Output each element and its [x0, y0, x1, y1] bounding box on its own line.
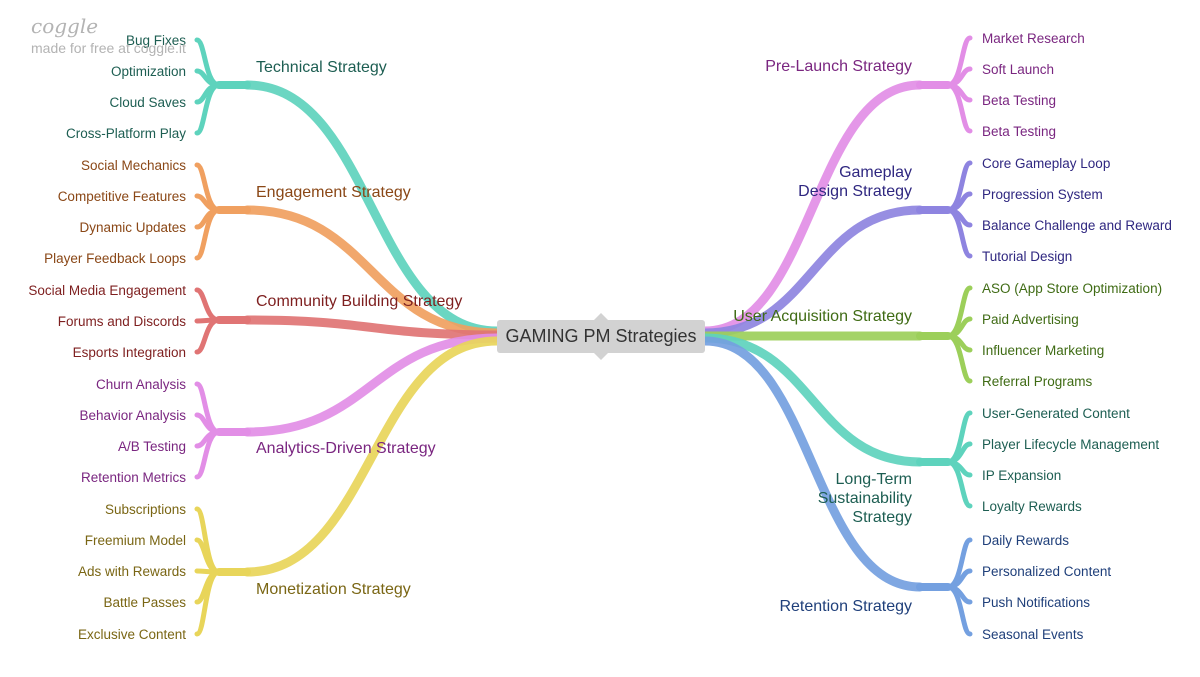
leaf-engagement-1-label: Competitive Features — [58, 189, 187, 204]
leaf-gameplay-3-connector — [945, 207, 973, 259]
leaf-prelaunch-2-label: Beta Testing — [982, 93, 1056, 108]
leaf-community-1-label: Forums and Discords — [58, 314, 187, 329]
leaf-community-0-label: Social Media Engagement — [28, 283, 186, 298]
leaf-monetization-0-label: Subscriptions — [105, 502, 186, 517]
leaf-technical-0-label: Bug Fixes — [126, 33, 186, 48]
leaf-acquisition-2-label: Influencer Marketing — [982, 343, 1104, 358]
leaf-technical-1-label: Optimization — [111, 64, 186, 79]
leaf-monetization-1-label: Freemium Model — [85, 533, 186, 548]
branch-prelaunch-label-line-0: Pre-Launch Strategy — [765, 58, 912, 75]
leaf-prelaunch-3-label: Beta Testing — [982, 124, 1056, 139]
leaf-acquisition-3-connector — [945, 333, 973, 384]
leaf-engagement-0-label: Social Mechanics — [81, 158, 186, 173]
leaf-technical-3-connector — [194, 82, 222, 136]
coggle-watermark: coggle made for free at coggle.it — [31, 14, 186, 56]
leaf-prelaunch-3-connector — [945, 82, 973, 134]
branch-gameplay-label-line-1: Design Strategy — [798, 183, 912, 200]
branch-technical-label-line-0: Technical Strategy — [256, 59, 387, 76]
node-notch-bottom — [594, 353, 608, 360]
leaf-analytics-0-label: Churn Analysis — [96, 377, 186, 392]
leaf-prelaunch-1-label: Soft Launch — [982, 62, 1054, 77]
branch-technical-curve — [242, 80, 502, 336]
leaf-analytics-2-label: A/B Testing — [118, 439, 186, 454]
branch-sustainability-curve — [700, 333, 925, 467]
branch-engagement-label: Engagement Strategy — [256, 184, 411, 201]
leaf-community-0-connector — [194, 287, 222, 323]
branch-acquisition-label-line-0: User Acquisition Strategy — [733, 308, 912, 325]
leaf-analytics-3-connector — [194, 429, 222, 480]
branch-gameplay-curve — [700, 205, 925, 338]
branch-prelaunch-curve — [700, 80, 925, 336]
leaf-monetization-4-label: Exclusive Content — [78, 627, 186, 642]
leaf-engagement-3-label: Player Feedback Loops — [44, 251, 186, 266]
branch-gameplay-label-line-0: Gameplay — [839, 164, 912, 181]
leaf-community-2-connector — [194, 317, 222, 355]
branch-monetization-label-line-0: Monetization Strategy — [256, 581, 411, 598]
leaf-prelaunch-0-label: Market Research — [982, 31, 1085, 46]
leaf-retention-3-label: Seasonal Events — [982, 627, 1084, 642]
branch-monetization-curve — [242, 336, 502, 577]
leaf-acquisition-1-label: Paid Advertising — [982, 312, 1079, 327]
branch-engagement-label-line-0: Engagement Strategy — [256, 184, 411, 201]
branch-technical-label: Technical Strategy — [256, 59, 387, 76]
branch-acquisition-label: User Acquisition Strategy — [733, 308, 912, 325]
leaf-sustainability-2-label: IP Expansion — [982, 468, 1061, 483]
leaf-monetization-3-label: Battle Passes — [103, 595, 186, 610]
leaf-monetization-2-label: Ads with Rewards — [78, 564, 186, 579]
leaf-sustainability-0-label: User-Generated Content — [982, 406, 1130, 421]
leaf-sustainability-1-label: Player Lifecycle Management — [982, 437, 1159, 452]
leaf-gameplay-3-label: Tutorial Design — [982, 249, 1072, 264]
leaf-engagement-3-connector — [194, 207, 222, 261]
branch-engagement-curve — [242, 205, 502, 338]
watermark-tagline: made for free at coggle.it — [31, 40, 186, 56]
leaf-monetization-4-connector — [194, 569, 222, 637]
branch-prelaunch-label: Pre-Launch Strategy — [765, 58, 912, 75]
branch-retention-curve — [700, 336, 925, 592]
leaf-acquisition-3-label: Referral Programs — [982, 374, 1093, 389]
branch-sustainability-label-line-0: Long-Term — [836, 471, 912, 488]
leaf-technical-2-label: Cloud Saves — [109, 95, 186, 110]
leaf-analytics-3-label: Retention Metrics — [81, 470, 186, 485]
branch-sustainability-label-line-2: Strategy — [852, 509, 912, 526]
leaf-sustainability-3-connector — [945, 459, 973, 509]
leaf-analytics-1-label: Behavior Analysis — [79, 408, 186, 423]
leaf-retention-1-label: Personalized Content — [982, 564, 1111, 579]
branch-community-label: Community Building Strategy — [256, 293, 462, 310]
branch-analytics-curve — [242, 333, 502, 437]
branch-analytics-label-line-0: Analytics-Driven Strategy — [256, 440, 436, 457]
coggle-logo: coggle — [31, 14, 99, 38]
leaf-engagement-2-label: Dynamic Updates — [79, 220, 186, 235]
branch-sustainability-label-line-1: Sustainability — [818, 490, 912, 507]
branch-monetization-label: Monetization Strategy — [256, 581, 411, 598]
central-topic-label: GAMING PM Strategies — [505, 326, 697, 346]
leaf-technical-3-label: Cross-Platform Play — [66, 126, 186, 141]
leaf-community-2-label: Esports Integration — [73, 345, 186, 360]
branch-community-label-line-0: Community Building Strategy — [256, 293, 462, 310]
leaf-gameplay-0-label: Core Gameplay Loop — [982, 156, 1110, 171]
branch-analytics-label: Analytics-Driven Strategy — [256, 440, 436, 457]
central-topic-node[interactable]: GAMING PM Strategies — [497, 313, 705, 360]
leaf-retention-0-label: Daily Rewards — [982, 533, 1069, 548]
leaf-gameplay-2-label: Balance Challenge and Reward — [982, 218, 1172, 233]
leaf-gameplay-1-label: Progression System — [982, 187, 1103, 202]
node-notch-top — [594, 313, 608, 320]
leaf-retention-2-label: Push Notifications — [982, 595, 1090, 610]
branch-retention-label: Retention Strategy — [779, 598, 912, 615]
leaf-retention-3-connector — [945, 584, 973, 637]
leaf-sustainability-3-label: Loyalty Rewards — [982, 499, 1082, 514]
branch-retention-label-line-0: Retention Strategy — [779, 598, 912, 615]
leaf-acquisition-0-label: ASO (App Store Optimization) — [982, 281, 1162, 296]
branch-community-curve — [242, 315, 502, 340]
